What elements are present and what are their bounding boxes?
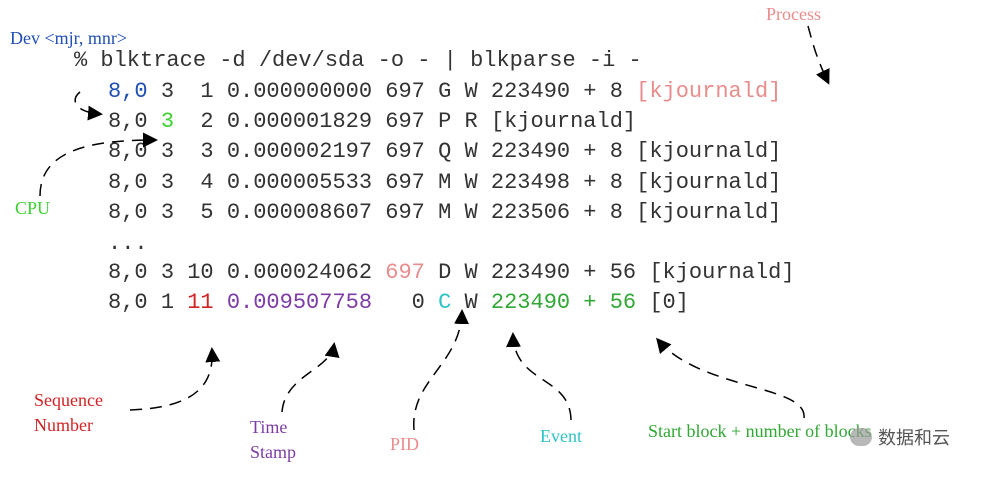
cpu-field: 3 [160, 200, 175, 225]
pid-field: 0 [411, 290, 425, 315]
process-label: Process [766, 4, 821, 24]
trace-row-11: 8,0 1 11 0.009507758 0 C W 223490 + 56 [… [108, 288, 689, 318]
cpu-field: 3 [160, 260, 175, 285]
event-field: Q [438, 139, 452, 164]
block-field: 223490 + 56 [490, 260, 637, 285]
process-field: [kjournald] [636, 79, 782, 104]
seq-field: 1 [200, 79, 214, 104]
event-field: G [438, 79, 452, 104]
ellipsis-row: ... [108, 231, 148, 256]
event-field: M [438, 200, 452, 225]
pid-field: 697 [385, 260, 425, 285]
dev-arrow [74, 91, 103, 121]
seq-field: 11 [187, 290, 214, 315]
rwbs-field: W [464, 139, 478, 164]
block-field: 223490 + 8 [490, 139, 623, 164]
event-field: D [438, 260, 452, 285]
seq-field: 2 [200, 109, 214, 134]
cpu-field: 3 [160, 79, 175, 104]
block-field: 223498 + 8 [490, 170, 623, 195]
cpu-label: CPU [15, 198, 51, 218]
event-field: C [438, 290, 452, 315]
time-field: 0.000002197 [226, 139, 373, 164]
event-arrow [505, 332, 572, 421]
time-field: 0.000001829 [226, 109, 373, 134]
cpu-field: 3 [160, 109, 175, 134]
rwbs-field: W [464, 79, 478, 104]
time-field: 0.000024062 [226, 260, 373, 285]
seq-field: 5 [200, 200, 214, 225]
block-field: 223490 + 8 [490, 79, 623, 104]
rwbs-field: W [464, 170, 478, 195]
trace-row-5: 8,0 3 5 0.000008607 697 M W 223506 + 8 [… [108, 198, 781, 228]
wechat-icon [850, 428, 872, 446]
dev-field: 8,0 [108, 79, 148, 104]
rwbs-field: W [464, 260, 478, 285]
seq-field: 10 [187, 260, 214, 285]
pid-arrow [413, 309, 470, 431]
block-field: 223506 + 8 [490, 200, 623, 225]
time-arrow [281, 342, 340, 413]
cpu-arrow [39, 132, 158, 197]
start-block-arrow [656, 337, 805, 419]
cpu-field: 3 [160, 139, 175, 164]
rwbs-field: R [464, 109, 478, 134]
command-line: % blktrace -d /dev/sda -o - | blkparse -… [74, 48, 642, 73]
process-field: [0] [649, 290, 689, 315]
sequence-label-line-1: Sequence [34, 390, 103, 410]
time-field: 0.000000000 [226, 79, 373, 104]
block-field: 223490 + 56 [490, 290, 637, 315]
dev-field: 8,0 [108, 139, 148, 164]
dev-field: 8,0 [108, 170, 148, 195]
cpu-field: 1 [160, 290, 175, 315]
trace-row-4: 8,0 3 4 0.000005533 697 M W 223498 + 8 [… [108, 168, 781, 198]
process-field: [kjournald] [636, 170, 782, 195]
sequence-arrow [129, 347, 221, 411]
event-field: P [438, 109, 452, 134]
event-field: M [438, 170, 452, 195]
dev-label: Dev <mjr, mnr> [10, 28, 128, 48]
watermark-text: 数据和云 [878, 428, 950, 449]
seq-field: 3 [200, 139, 214, 164]
pid-field: 697 [385, 79, 425, 104]
dev-field: 8,0 [108, 109, 148, 134]
seq-field: 4 [200, 170, 214, 195]
process-field: [kjournald] [649, 260, 795, 285]
process-arrow [807, 25, 830, 85]
trace-row-1: 8,0 3 1 0.000000000 697 G W 223490 + 8 [… [108, 77, 781, 107]
rwbs-field: W [464, 200, 478, 225]
time-field: 0.009507758 [226, 290, 373, 315]
trace-row-3: 8,0 3 3 0.000002197 697 Q W 223490 + 8 [… [108, 137, 781, 167]
rwbs-field: W [464, 290, 478, 315]
process-field: [kjournald] [490, 109, 637, 134]
pid-label: PID [390, 434, 420, 454]
watermark: 数据和云 [850, 424, 950, 450]
trace-row-2: 8,0 3 2 0.000001829 697 P R [kjournald] [108, 107, 636, 137]
pid-field: 697 [385, 109, 425, 134]
time-field: 0.000005533 [226, 170, 373, 195]
time-label-line-2: Stamp [250, 442, 297, 462]
sequence-label-line-2: Number [34, 415, 93, 435]
event-label: Event [540, 426, 582, 446]
dev-field: 8,0 [108, 200, 148, 225]
pid-field: 697 [385, 170, 425, 195]
pid-field: 697 [385, 139, 425, 164]
dev-field: 8,0 [108, 260, 148, 285]
dev-field: 8,0 [108, 290, 148, 315]
process-field: [kjournald] [636, 139, 782, 164]
cpu-field: 3 [160, 170, 175, 195]
time-field: 0.000008607 [226, 200, 373, 225]
trace-row-10: 8,0 3 10 0.000024062 697 D W 223490 + 56… [108, 258, 795, 288]
process-field: [kjournald] [636, 200, 782, 225]
pid-field: 697 [385, 200, 425, 225]
time-label-line-1: Time [250, 417, 288, 437]
